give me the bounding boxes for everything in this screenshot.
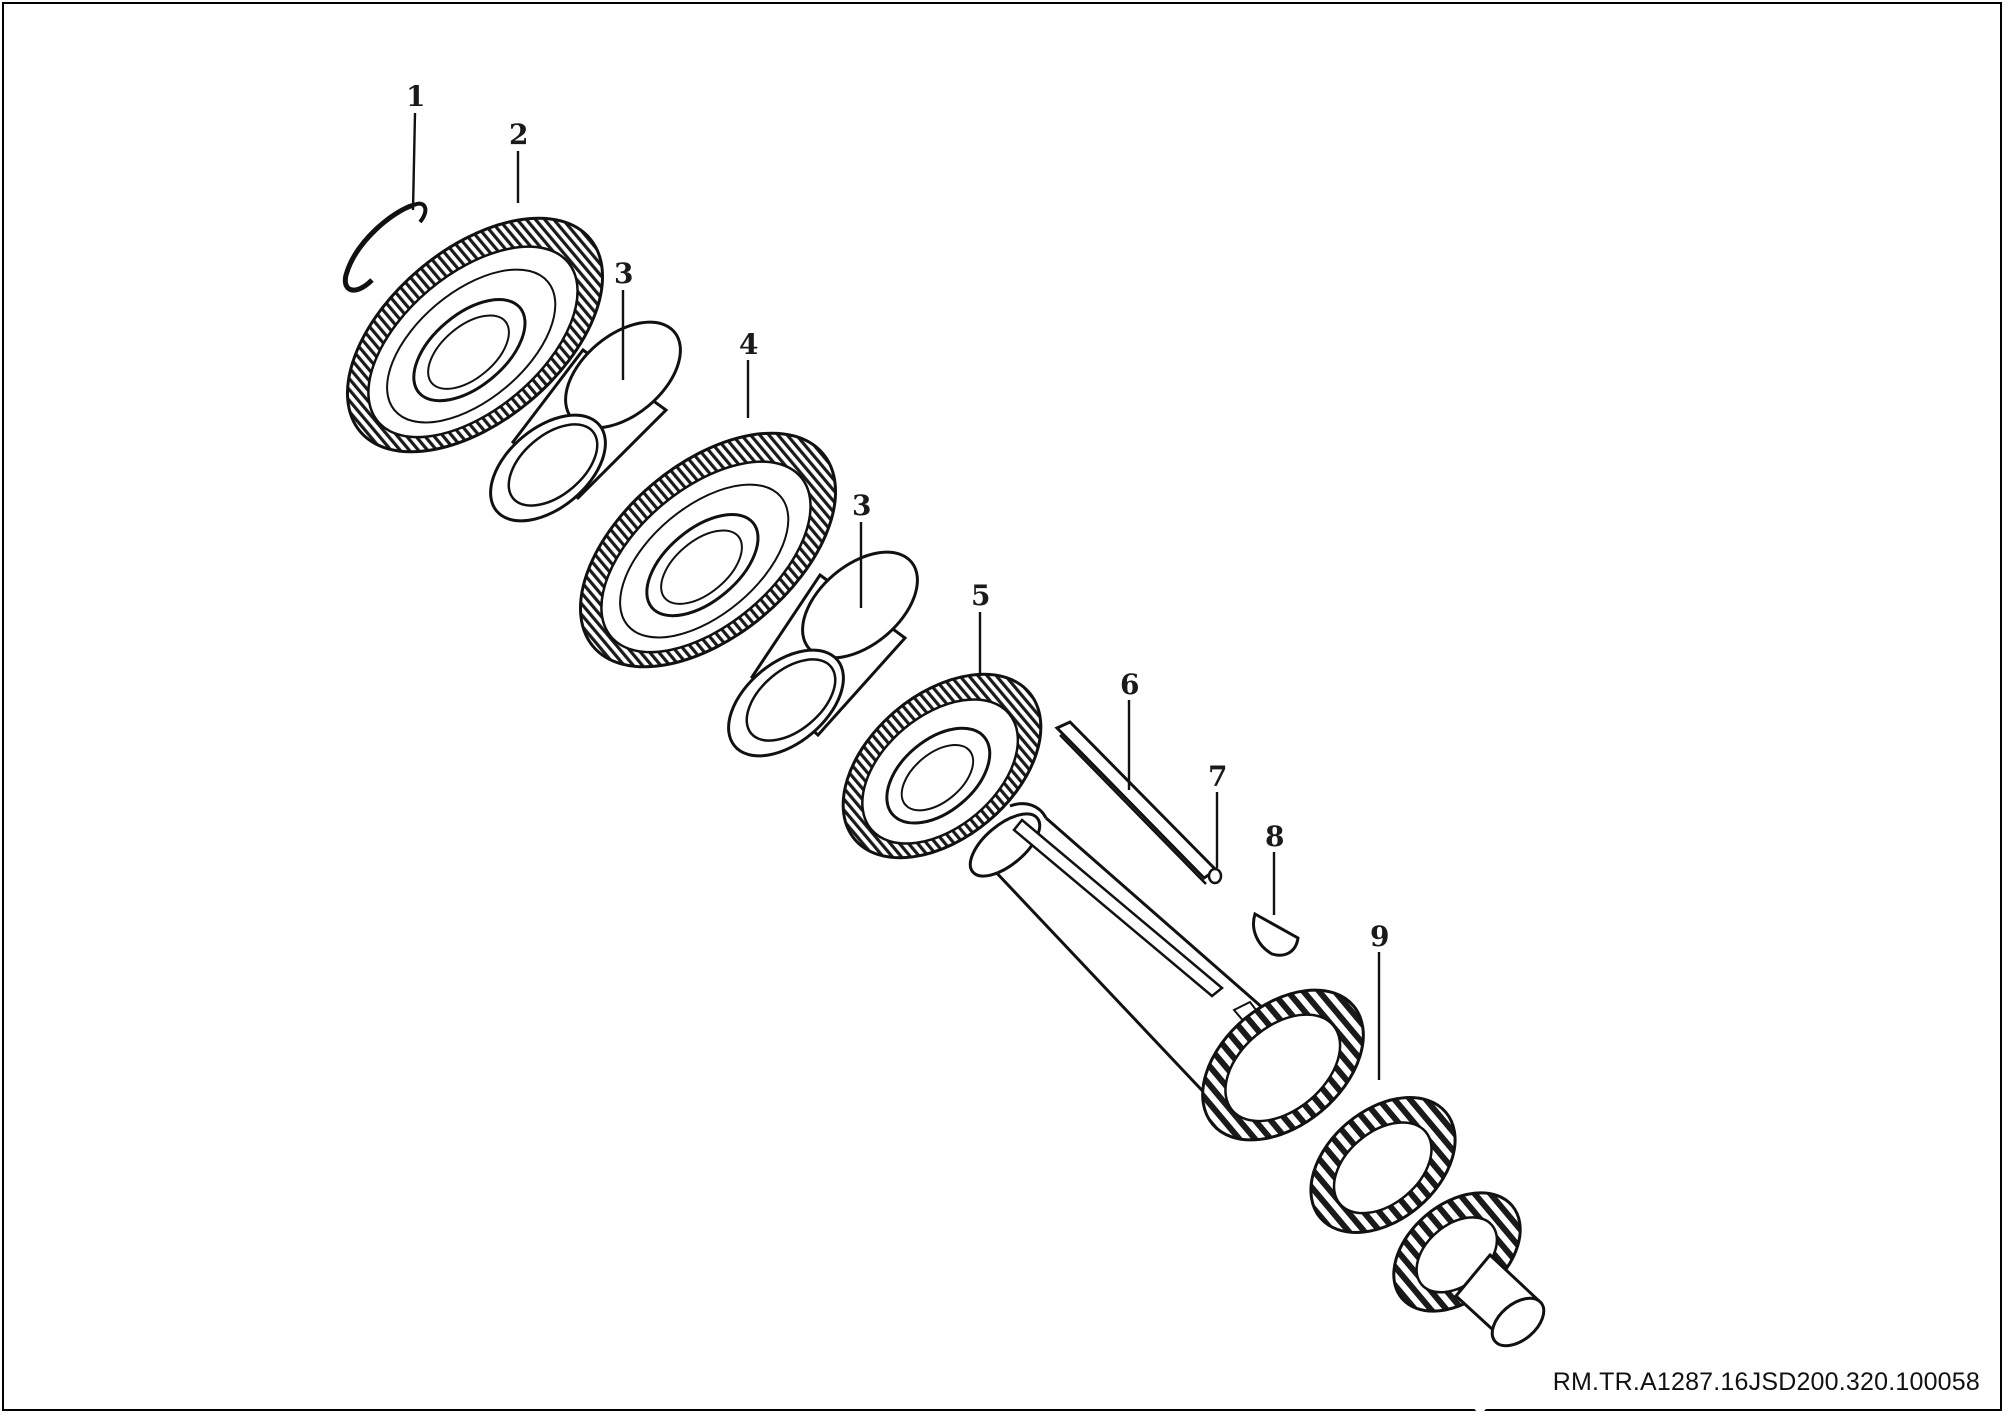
callout-leaders <box>411 112 1381 1080</box>
part-2-large-gear <box>345 216 605 454</box>
part-3-bushing-lower <box>727 550 919 758</box>
callout-5: 5 <box>971 579 990 612</box>
callout-labels: 1 2 3 3 4 5 6 7 8 9 <box>406 80 1389 953</box>
part-8-woodruff-key <box>1252 911 1300 957</box>
part-9-gear-shaft <box>968 802 1546 1415</box>
callout-2: 2 <box>509 118 528 151</box>
callout-6: 6 <box>1120 668 1139 701</box>
callout-1: 1 <box>406 80 425 113</box>
drawing-reference-code: RM.TR.A1287.16JSD200.320.100058 <box>1552 1368 1980 1396</box>
callout-3-lower: 3 <box>852 489 871 522</box>
callout-4: 4 <box>739 328 758 361</box>
part-5-gear <box>841 672 1043 860</box>
callout-9: 9 <box>1370 920 1389 953</box>
part-3-bushing-upper <box>489 320 682 523</box>
part-4-large-gear <box>578 431 838 669</box>
part-7-pin <box>1207 867 1223 885</box>
part-6-key <box>1054 720 1219 885</box>
callout-7: 7 <box>1208 760 1227 793</box>
callout-3-upper: 3 <box>614 257 633 290</box>
part-1-snap-ring <box>342 201 428 293</box>
callout-8: 8 <box>1265 820 1284 853</box>
